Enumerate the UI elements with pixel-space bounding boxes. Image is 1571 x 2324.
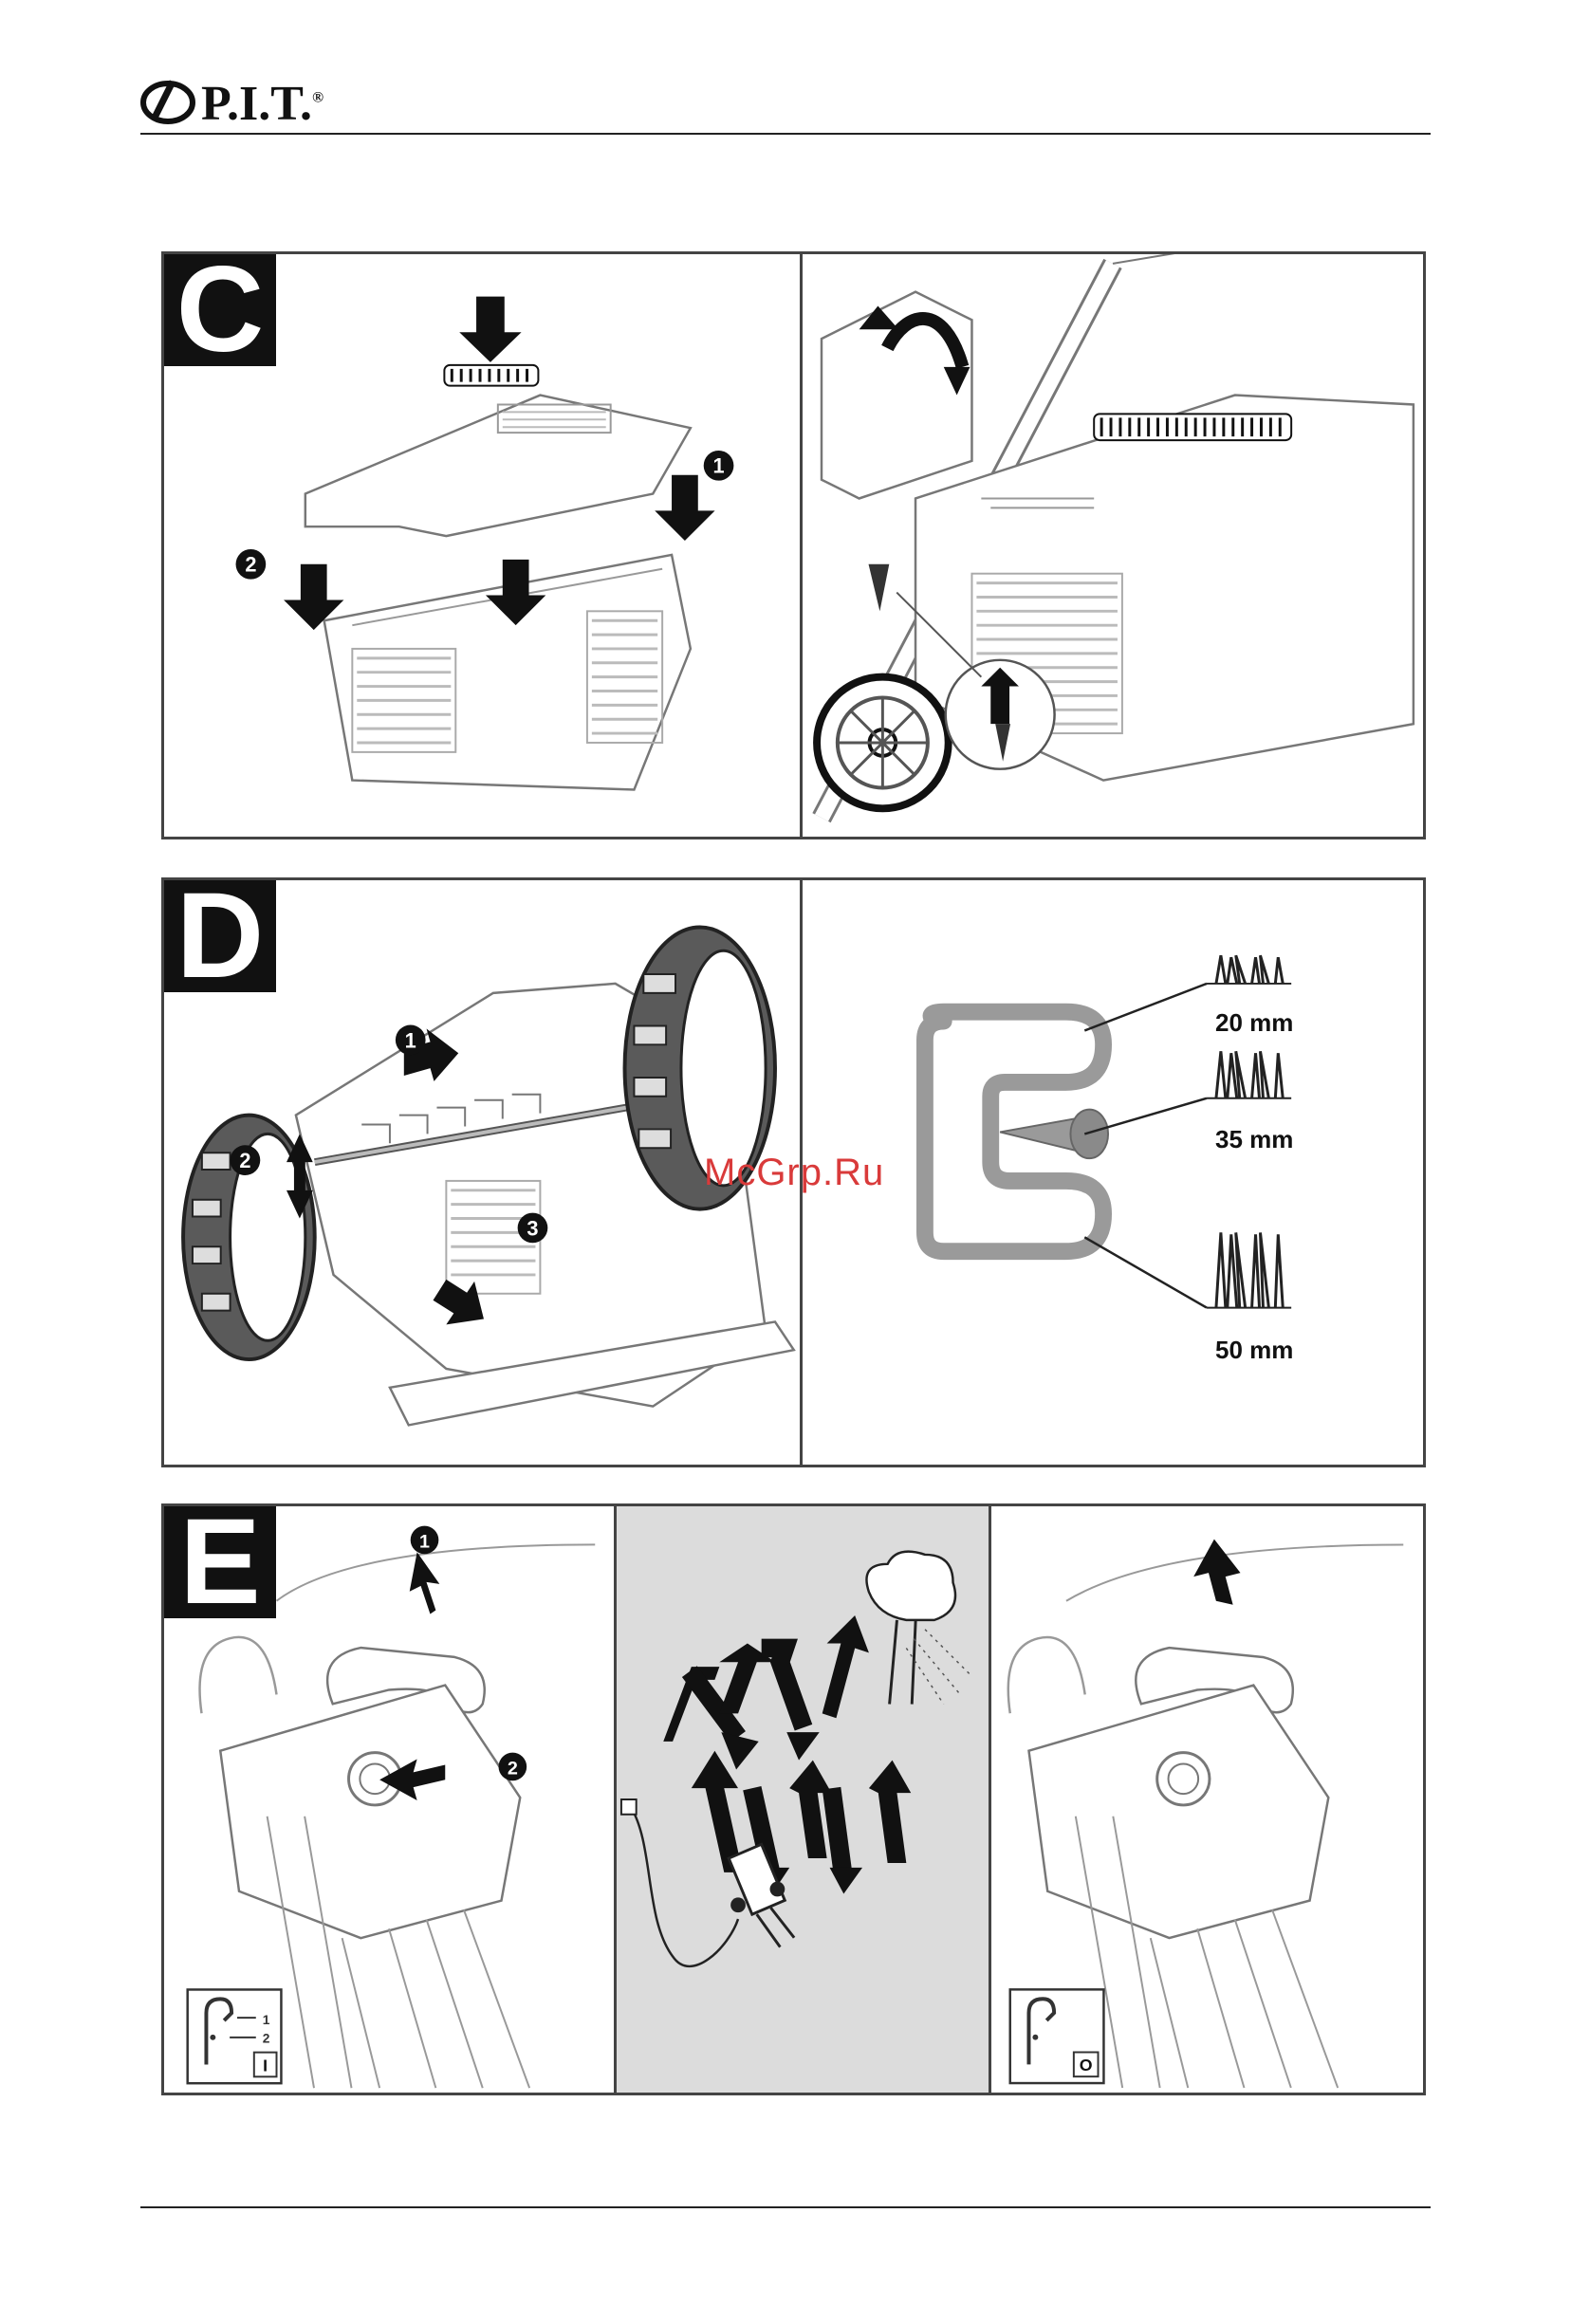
footer-rule: [140, 2206, 1431, 2208]
panel-c-attach-grass-box: [800, 251, 1426, 839]
attach-grass-box-drawing: [803, 254, 1423, 837]
mowing-pattern-drawing: [617, 1506, 989, 2093]
panel-c-grass-box-assembly: C 1 2: [161, 251, 803, 839]
svg-text:O: O: [1080, 2056, 1093, 2075]
step-marker-e1: 1: [419, 1531, 430, 1552]
grass-box-drawing: 1 2: [164, 254, 800, 837]
svg-text:I: I: [263, 2056, 268, 2075]
switch-off-drawing: O: [991, 1506, 1423, 2093]
brand-name: P.I.T.®: [201, 76, 323, 132]
header-rule: [140, 133, 1431, 135]
step-marker-2: 2: [245, 553, 256, 577]
watermark-text: McGrp.Ru: [704, 1152, 884, 1194]
height-label-20: 20 mm: [1215, 1008, 1293, 1038]
panel-e-switch-on: E 1 2 1 2 I: [161, 1503, 617, 2095]
svg-text:2: 2: [263, 2031, 270, 2046]
step-marker-1: 1: [713, 454, 725, 478]
height-label-35: 35 mm: [1215, 1125, 1293, 1154]
panel-e-switch-off: O: [989, 1503, 1426, 2095]
step-marker-d1: 1: [405, 1028, 416, 1052]
panel-e-mowing-pattern: [614, 1503, 991, 2095]
switch-on-drawing: 1 2 1 2 I: [164, 1506, 614, 2093]
step-marker-d3: 3: [527, 1216, 538, 1240]
height-adjuster-drawing: [803, 880, 1423, 1465]
panel-d-cutting-height: 20 mm 35 mm 50 mm: [800, 877, 1426, 1467]
brand-logo-icon: [140, 74, 195, 129]
height-label-50: 50 mm: [1215, 1336, 1293, 1365]
step-marker-d2: 2: [239, 1149, 250, 1172]
svg-text:1: 1: [263, 2012, 270, 2027]
step-marker-e2: 2: [508, 1758, 518, 1779]
